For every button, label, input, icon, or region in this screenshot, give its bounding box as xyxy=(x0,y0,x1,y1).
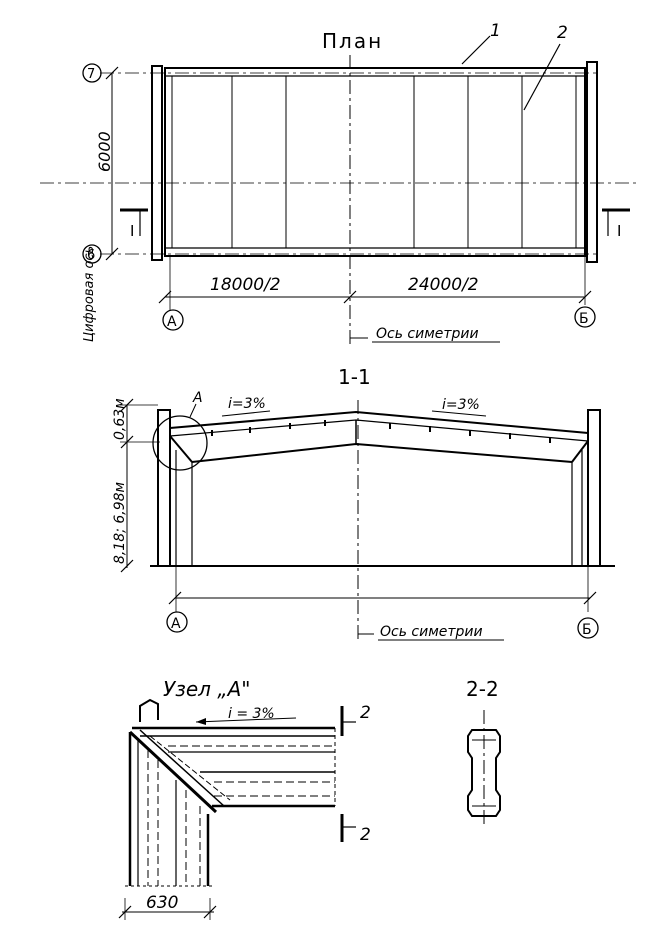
section-view: 1-1 А xyxy=(112,365,615,641)
axis-6-label: 6 xyxy=(87,248,95,263)
knee-plate xyxy=(128,730,218,814)
cut-section-profile xyxy=(467,729,501,817)
plan-left-column xyxy=(151,65,163,261)
cut-bottom-label: 2 xyxy=(360,825,371,845)
plan-right-column xyxy=(586,61,598,263)
callout-2-leader xyxy=(523,43,561,111)
cut-top-label: 2 xyxy=(360,703,371,723)
dim-630-label: 630 xyxy=(146,893,178,913)
plan-symmetry-label: Ось симетрии xyxy=(376,326,479,342)
plan-frame xyxy=(164,67,586,257)
section-mark-right: I xyxy=(602,208,630,240)
plan-panel-lines xyxy=(171,76,577,248)
roof-bottom-chord xyxy=(191,442,573,463)
height-main-label: 8,18; 6,98м xyxy=(112,481,128,564)
callout-2-label: 2 xyxy=(557,23,568,43)
axis-6-bubble xyxy=(82,244,102,264)
height-top-label: 0,63м xyxy=(112,398,128,440)
svg-text:I: I xyxy=(130,222,134,240)
slope-right-label: i=3% xyxy=(442,397,480,413)
right-column xyxy=(587,409,601,567)
node-a-ref: А xyxy=(192,390,203,406)
digital-axis-label: Цифровая ось xyxy=(82,246,97,342)
svg-text:I: I xyxy=(617,222,621,240)
axis-7-label: 7 xyxy=(87,67,95,82)
roof-top-chord xyxy=(169,410,589,434)
node-detail: Узел „А" i = 3% 2 xyxy=(118,677,371,920)
node-a-circle xyxy=(152,415,208,471)
section-axis-a-bubble xyxy=(166,611,188,633)
section-axis-b-label: Б xyxy=(582,622,592,638)
slope-left-label: i=3% xyxy=(228,396,266,412)
left-column xyxy=(157,409,171,567)
dim-right-label: 24000/2 xyxy=(408,275,479,295)
plan-title: План xyxy=(322,29,383,53)
axis-7-bubble xyxy=(82,63,102,83)
callout-1-label: 1 xyxy=(490,21,501,41)
cut-title: 2-2 xyxy=(466,677,499,701)
plan-axis-b-label: Б xyxy=(579,311,589,327)
dim-6000-label: 6000 xyxy=(95,131,114,172)
section-axis-a-label: А xyxy=(171,616,181,632)
section-axis-b-bubble xyxy=(577,617,599,639)
section-title: 1-1 xyxy=(338,365,371,389)
plan-view: План 1 2 7 6 xyxy=(40,21,640,345)
node-title: Узел „А" xyxy=(163,677,251,701)
dim-left-label: 18000/2 xyxy=(210,275,281,295)
plan-axis-a-bubble xyxy=(162,309,184,331)
plan-axis-b-bubble xyxy=(574,306,596,328)
purlins xyxy=(211,420,551,443)
callout-1-leader xyxy=(461,35,491,65)
node-slope-label: i = 3% xyxy=(228,706,275,722)
plan-axis-a-label: А xyxy=(167,314,177,330)
section-symmetry-label: Ось симетрии xyxy=(380,624,483,640)
section-mark-left: I xyxy=(120,208,148,240)
cut-view: 2-2 xyxy=(466,677,501,828)
